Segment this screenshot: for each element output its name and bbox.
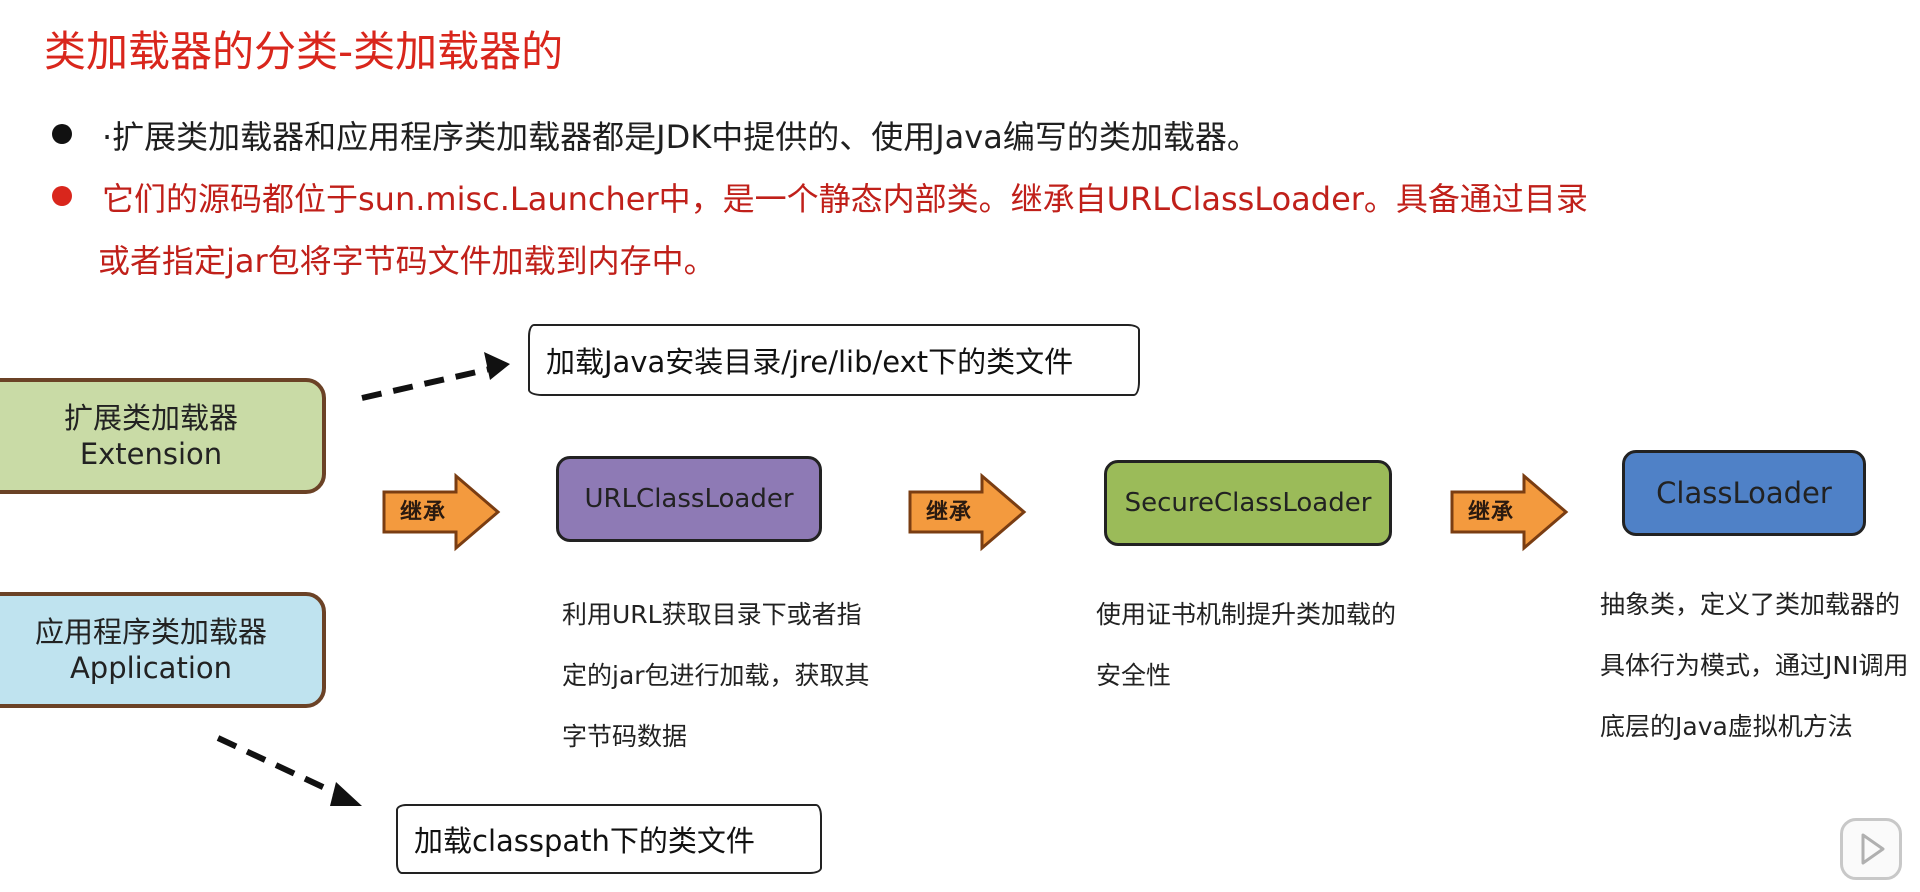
bullet-point-1: ·扩展类加载器和应用程序类加载器都是JDK中提供的、使用Java编写的类加载器。: [52, 112, 1259, 158]
application-note: 加载classpath下的类文件: [396, 804, 822, 874]
play-button[interactable]: [1840, 818, 1902, 880]
urlclassloader-box: URLClassLoader: [556, 456, 822, 542]
inherit-arrow-1: 继承: [380, 472, 502, 552]
inherit-label: 继承: [1468, 500, 1515, 525]
inherit-arrow-3: 继承: [1448, 472, 1570, 552]
bullet-text-2-line-2: 或者指定jar包将字节码文件加载到内存中。: [98, 242, 716, 280]
classloader-box: ClassLoader: [1622, 450, 1866, 536]
inherit-label: 继承: [400, 500, 447, 525]
bullet-point-2: 它们的源码都位于sun.misc.Launcher中，是一个静态内部类。继承自U…: [52, 174, 1588, 220]
secureclassloader-box: SecureClassLoader: [1104, 460, 1392, 546]
bullet-text-2-line-1: 它们的源码都位于sun.misc.Launcher中，是一个静态内部类。继承自U…: [102, 180, 1588, 218]
inherit-label: 继承: [926, 500, 973, 525]
bullet-dot-icon: [52, 124, 72, 144]
application-loader-name: 应用程序类加载器: [34, 615, 267, 649]
urlclassloader-description: 利用URL获取目录下或者指定的jar包进行加载，获取其字节码数据: [562, 600, 870, 751]
classloader-description: 抽象类，定义了类加载器的具体行为模式，通过JNI调用底层的Java虚拟机方法: [1600, 590, 1909, 741]
secureclassloader-description: 使用证书机制提升类加载的安全性: [1096, 600, 1397, 690]
application-loader-box: 应用程序类加载器 Application: [0, 592, 326, 708]
extension-loader-en: Extension: [79, 437, 223, 471]
inherit-arrow-2: 继承: [906, 472, 1028, 552]
extension-loader-name: 扩展类加载器: [63, 401, 238, 435]
application-loader-en: Application: [69, 651, 233, 685]
extension-loader-box: 扩展类加载器 Extension: [0, 378, 326, 494]
bullet-dot-icon: [52, 186, 72, 206]
extension-note: 加载Java安装目录/jre/lib/ext下的类文件: [528, 324, 1140, 396]
bullet-text-1: ·扩展类加载器和应用程序类加载器都是JDK中提供的、使用Java编写的类加载器。: [102, 118, 1259, 156]
play-icon: [1861, 833, 1885, 865]
page-title: 类加载器的分类-类加载器的: [44, 27, 564, 76]
